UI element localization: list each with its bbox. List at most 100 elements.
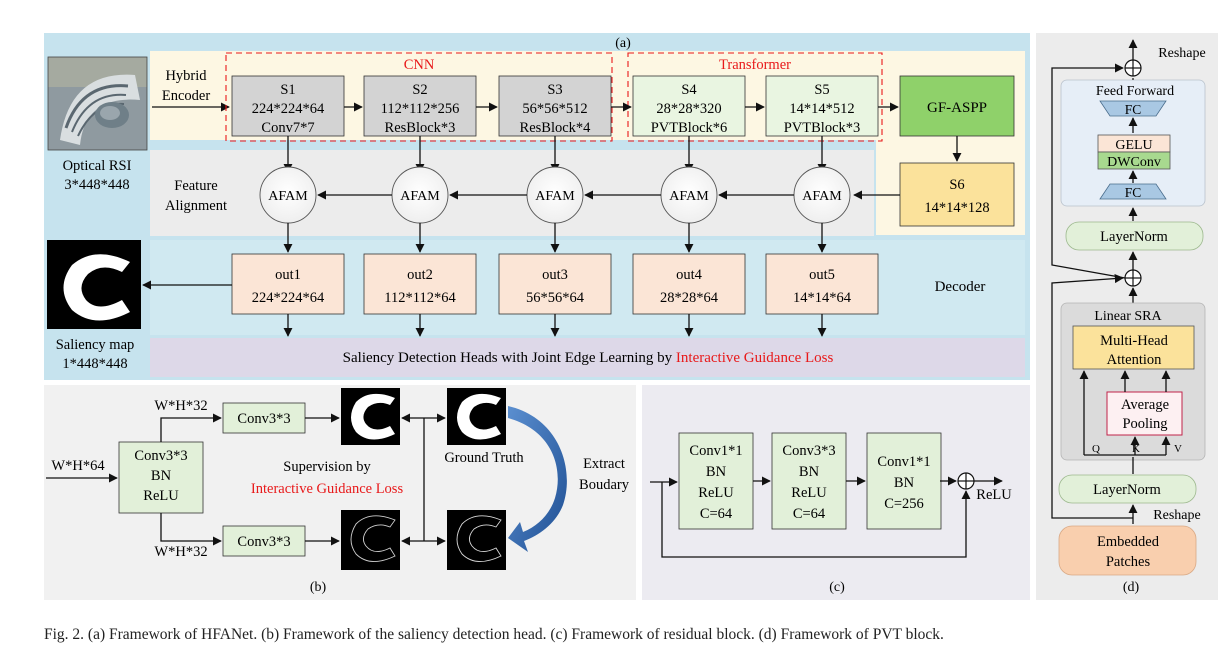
multi-head-attention-block <box>1072 325 1195 370</box>
residual-block-2-line-3: ReLU <box>791 485 827 501</box>
supervision-loss-label: Interactive Guidance Loss <box>251 481 404 497</box>
output-block-5 <box>765 253 879 315</box>
saliency-map-size: 1*448*448 <box>62 356 127 372</box>
conv-bn-relu-2: BN <box>151 468 172 484</box>
output-dims-3: 56*56*64 <box>526 290 585 306</box>
mha-label-2: Attention <box>1107 352 1163 368</box>
stage-name-3: S3 <box>547 82 562 98</box>
avg-pool-label-2: Pooling <box>1122 416 1167 432</box>
residual-block-1-line-1: Conv1*1 <box>689 443 742 459</box>
gelu-label: GELU <box>1115 138 1152 153</box>
hybrid-encoder-label-1: Hybrid <box>165 68 207 84</box>
upper-branch-dim: W*H*32 <box>154 398 207 414</box>
extract-label-2: Boudary <box>579 477 630 493</box>
output-name-2: out2 <box>407 267 433 283</box>
panel-b: (b) W*H*64 Conv3*3 BN ReLU W*H*32 Conv3*… <box>44 385 636 600</box>
panel-b-label: (b) <box>310 580 327 595</box>
transformer-label: Transformer <box>719 57 791 73</box>
stage-name-1: S1 <box>280 82 295 98</box>
stage-block-4 <box>632 75 746 137</box>
residual-block-1-line-3: ReLU <box>698 485 734 501</box>
linear-sra-label: Linear SRA <box>1094 309 1162 324</box>
panel-c: (c) Conv1*1BNReLUC=64Conv3*3BNReLUC=64Co… <box>642 385 1030 600</box>
optical-rsi-image <box>47 56 148 151</box>
ground-truth-label: Ground Truth <box>444 450 524 466</box>
output-dims-1: 224*224*64 <box>252 290 325 306</box>
fc-bottom-block <box>1099 183 1167 200</box>
residual-block-2 <box>771 432 847 530</box>
output-dims-4: 28*28*64 <box>660 290 719 306</box>
layernorm-top-block <box>1065 221 1204 251</box>
feature-alignment-label-2: Alignment <box>165 198 227 214</box>
stage-name-2: S2 <box>412 82 427 98</box>
lower-branch-dim: W*H*32 <box>154 544 207 560</box>
residual-block-3-line-1: Conv1*1 <box>877 454 930 470</box>
lower-conv-block <box>222 525 306 557</box>
lower-conv-label: Conv3*3 <box>237 534 290 550</box>
cnn-group-border <box>225 52 613 142</box>
reshape-bottom-label: Reshape <box>1153 508 1200 523</box>
lower-edge-prediction <box>341 510 400 570</box>
output-block-1 <box>231 253 345 315</box>
supervision-label: Supervision by <box>283 459 371 475</box>
fc-bottom-label: FC <box>1125 185 1142 200</box>
conv-bn-relu-3: ReLU <box>143 488 179 504</box>
output-name-1: out1 <box>275 267 301 283</box>
average-pooling-block <box>1106 391 1183 436</box>
saliency-map-image <box>47 240 141 329</box>
stage-op-1: Conv7*7 <box>261 120 314 136</box>
q-label: Q <box>1092 443 1100 455</box>
dwconv-label: DWConv <box>1107 155 1161 170</box>
afam-label-4: AFAM <box>669 189 709 204</box>
v-label: V <box>1174 443 1182 455</box>
ffn-skip-connection <box>1051 63 1126 279</box>
stage-op-4: PVTBlock*6 <box>651 120 728 136</box>
stage-dims-5: 14*14*512 <box>789 101 854 117</box>
panel-d: (d) Reshape Feed Forward FC GELU DWConv … <box>1036 33 1218 600</box>
stage-name-5: S5 <box>814 82 829 98</box>
embedded-label-1: Embedded <box>1097 534 1160 550</box>
residual-block-1-line-4: C=64 <box>700 506 733 522</box>
residual-block-1 <box>678 432 754 530</box>
panel-c-label: (c) <box>829 580 845 595</box>
input-dim-label: W*H*64 <box>51 458 105 474</box>
afam-label-3: AFAM <box>535 189 575 204</box>
stage-op-2: ResBlock*3 <box>385 120 456 136</box>
panel-a: (a) Optical RSI 3*448*448 Hybrid Encoder… <box>44 33 1030 380</box>
dwconv-block <box>1097 151 1171 170</box>
transformer-group-border <box>627 52 883 142</box>
heads-region <box>150 338 1025 377</box>
decoder-label: Decoder <box>935 279 986 295</box>
gf-aspp-label: GF-ASPP <box>927 100 987 116</box>
embedded-patches-block <box>1058 525 1197 576</box>
upper-saliency-prediction <box>341 388 400 445</box>
embedded-label-2: Patches <box>1106 554 1151 570</box>
edge-ground-truth-image <box>447 510 506 570</box>
optical-rsi-title: Optical RSI <box>63 158 132 174</box>
output-block-4 <box>632 253 746 315</box>
stage-name-4: S4 <box>681 82 697 98</box>
layernorm-bottom-block <box>1058 474 1197 504</box>
afam-label-2: AFAM <box>400 189 440 204</box>
encoder-stages: S1224*224*64Conv7*7S2112*112*256ResBlock… <box>231 75 899 173</box>
k-label: K <box>1132 443 1140 455</box>
extract-boundary-arrow <box>508 406 567 552</box>
output-block-2 <box>363 253 477 315</box>
residual-block-2-line-1: Conv3*3 <box>782 443 835 459</box>
stage-dims-3: 56*56*512 <box>522 101 587 117</box>
output-name-3: out3 <box>542 267 568 283</box>
reshape-top-label: Reshape <box>1158 46 1205 61</box>
fc-top-label: FC <box>1125 102 1142 117</box>
residual-block-3 <box>866 432 942 530</box>
panel-a-label: (a) <box>615 36 631 51</box>
stage-op-5: PVTBlock*3 <box>784 120 861 136</box>
residual-block-2-line-2: BN <box>799 464 820 480</box>
ground-truth-image <box>447 388 506 445</box>
residual-blocks: Conv1*1BNReLUC=64Conv3*3BNReLUC=64Conv1*… <box>678 432 942 530</box>
stage-dims-1: 224*224*64 <box>252 101 325 117</box>
residual-block-1-line-2: BN <box>706 464 727 480</box>
output-dims-5: 14*14*64 <box>793 290 852 306</box>
cnn-label: CNN <box>404 57 435 73</box>
